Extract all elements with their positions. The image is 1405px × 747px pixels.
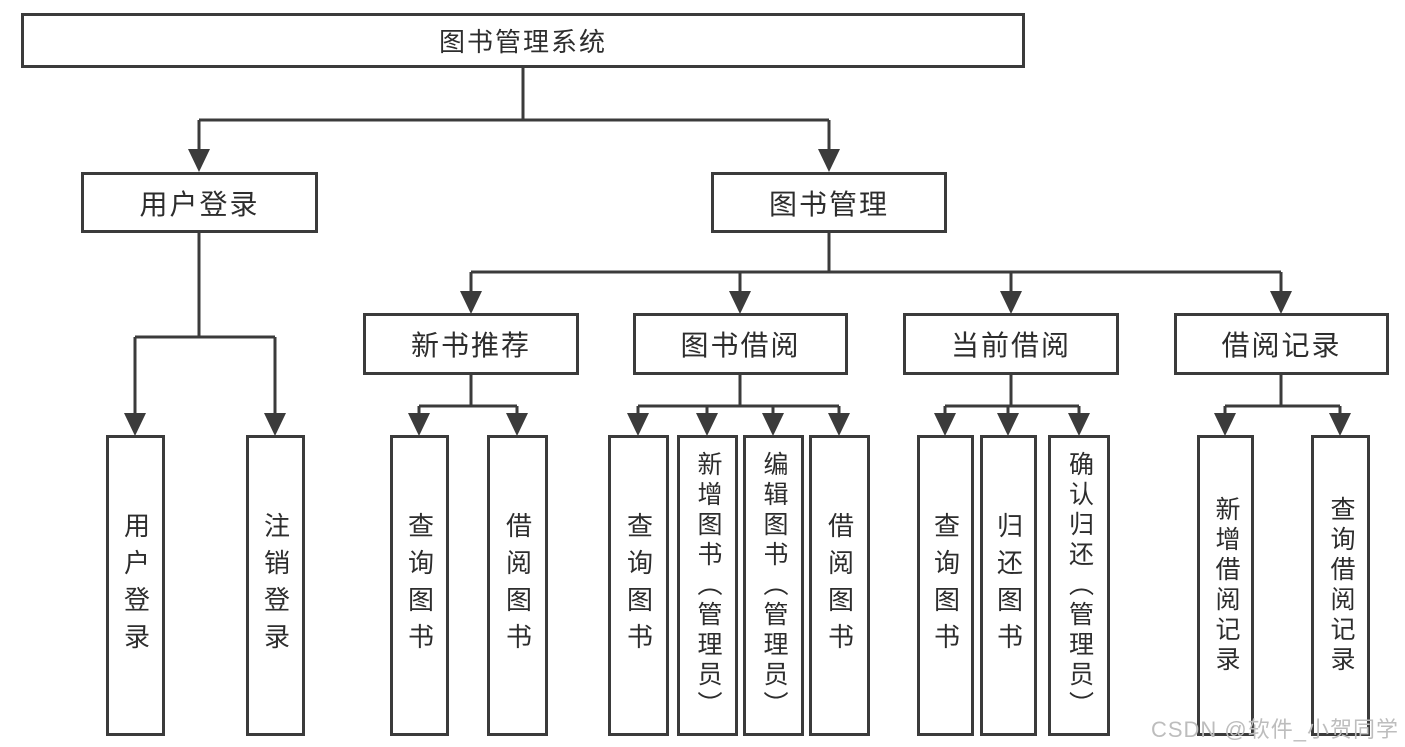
- leaf-query-books-borrowing-label: 查询图书: [623, 511, 654, 660]
- leaf-confirm-return-admin: 确认归还（管理员）: [1048, 435, 1110, 736]
- csdn-watermark: CSDN @软件_小贺同学: [1150, 717, 1399, 742]
- node-borrowing-records-label: 借阅记录: [1221, 330, 1342, 361]
- leaf-borrow-books-recommend-label: 借阅图书: [502, 511, 533, 660]
- node-library-system: 图书管理系统: [21, 13, 1025, 68]
- leaf-query-books-current: 查询图书: [917, 435, 974, 736]
- node-user-login-label: 用户登录: [139, 188, 260, 220]
- leaf-user-login: 用户登录: [106, 435, 165, 736]
- node-book-management: 图书管理: [711, 172, 947, 233]
- node-current-borrowing-label: 当前借阅: [950, 330, 1071, 361]
- leaf-query-borrow-record: 查询借阅记录: [1311, 435, 1370, 736]
- leaf-query-books-current-label: 查询图书: [930, 511, 961, 660]
- leaf-add-borrow-record-label: 新增借阅记录: [1212, 495, 1240, 676]
- leaf-edit-book-admin-label: 编辑图书（管理员）: [760, 450, 788, 721]
- leaf-edit-book-admin: 编辑图书（管理员）: [743, 435, 804, 736]
- leaf-borrow-books-recommend: 借阅图书: [487, 435, 548, 736]
- leaf-query-books-borrowing: 查询图书: [608, 435, 669, 736]
- leaf-add-book-admin: 新增图书（管理员）: [677, 435, 738, 736]
- node-book-borrowing-label: 图书借阅: [680, 330, 801, 361]
- leaf-query-books-recommend: 查询图书: [390, 435, 449, 736]
- node-library-system-label: 图书管理系统: [438, 27, 607, 57]
- leaf-add-book-admin-label: 新增图书（管理员）: [694, 450, 722, 721]
- leaf-return-book-label: 归还图书: [993, 511, 1024, 660]
- node-borrowing-records: 借阅记录: [1174, 313, 1389, 375]
- leaf-logout: 注销登录: [246, 435, 305, 736]
- leaf-confirm-return-admin-label: 确认归还（管理员）: [1065, 450, 1094, 721]
- node-user-login: 用户登录: [81, 172, 318, 233]
- leaf-borrow-books-borrowing: 借阅图书: [809, 435, 870, 736]
- node-new-book-recommend: 新书推荐: [363, 313, 579, 375]
- leaf-add-borrow-record: 新增借阅记录: [1197, 435, 1254, 736]
- leaf-query-books-recommend-label: 查询图书: [404, 511, 435, 660]
- leaf-return-book: 归还图书: [980, 435, 1037, 736]
- leaf-borrow-books-borrowing-label: 借阅图书: [824, 511, 855, 660]
- leaf-query-borrow-record-label: 查询借阅记录: [1327, 495, 1355, 676]
- node-new-book-recommend-label: 新书推荐: [410, 330, 531, 361]
- node-book-management-label: 图书管理: [768, 188, 889, 220]
- node-current-borrowing: 当前借阅: [903, 313, 1119, 375]
- leaf-logout-label: 注销登录: [260, 511, 291, 660]
- node-book-borrowing: 图书借阅: [633, 313, 848, 375]
- leaf-user-login-label: 用户登录: [120, 511, 151, 660]
